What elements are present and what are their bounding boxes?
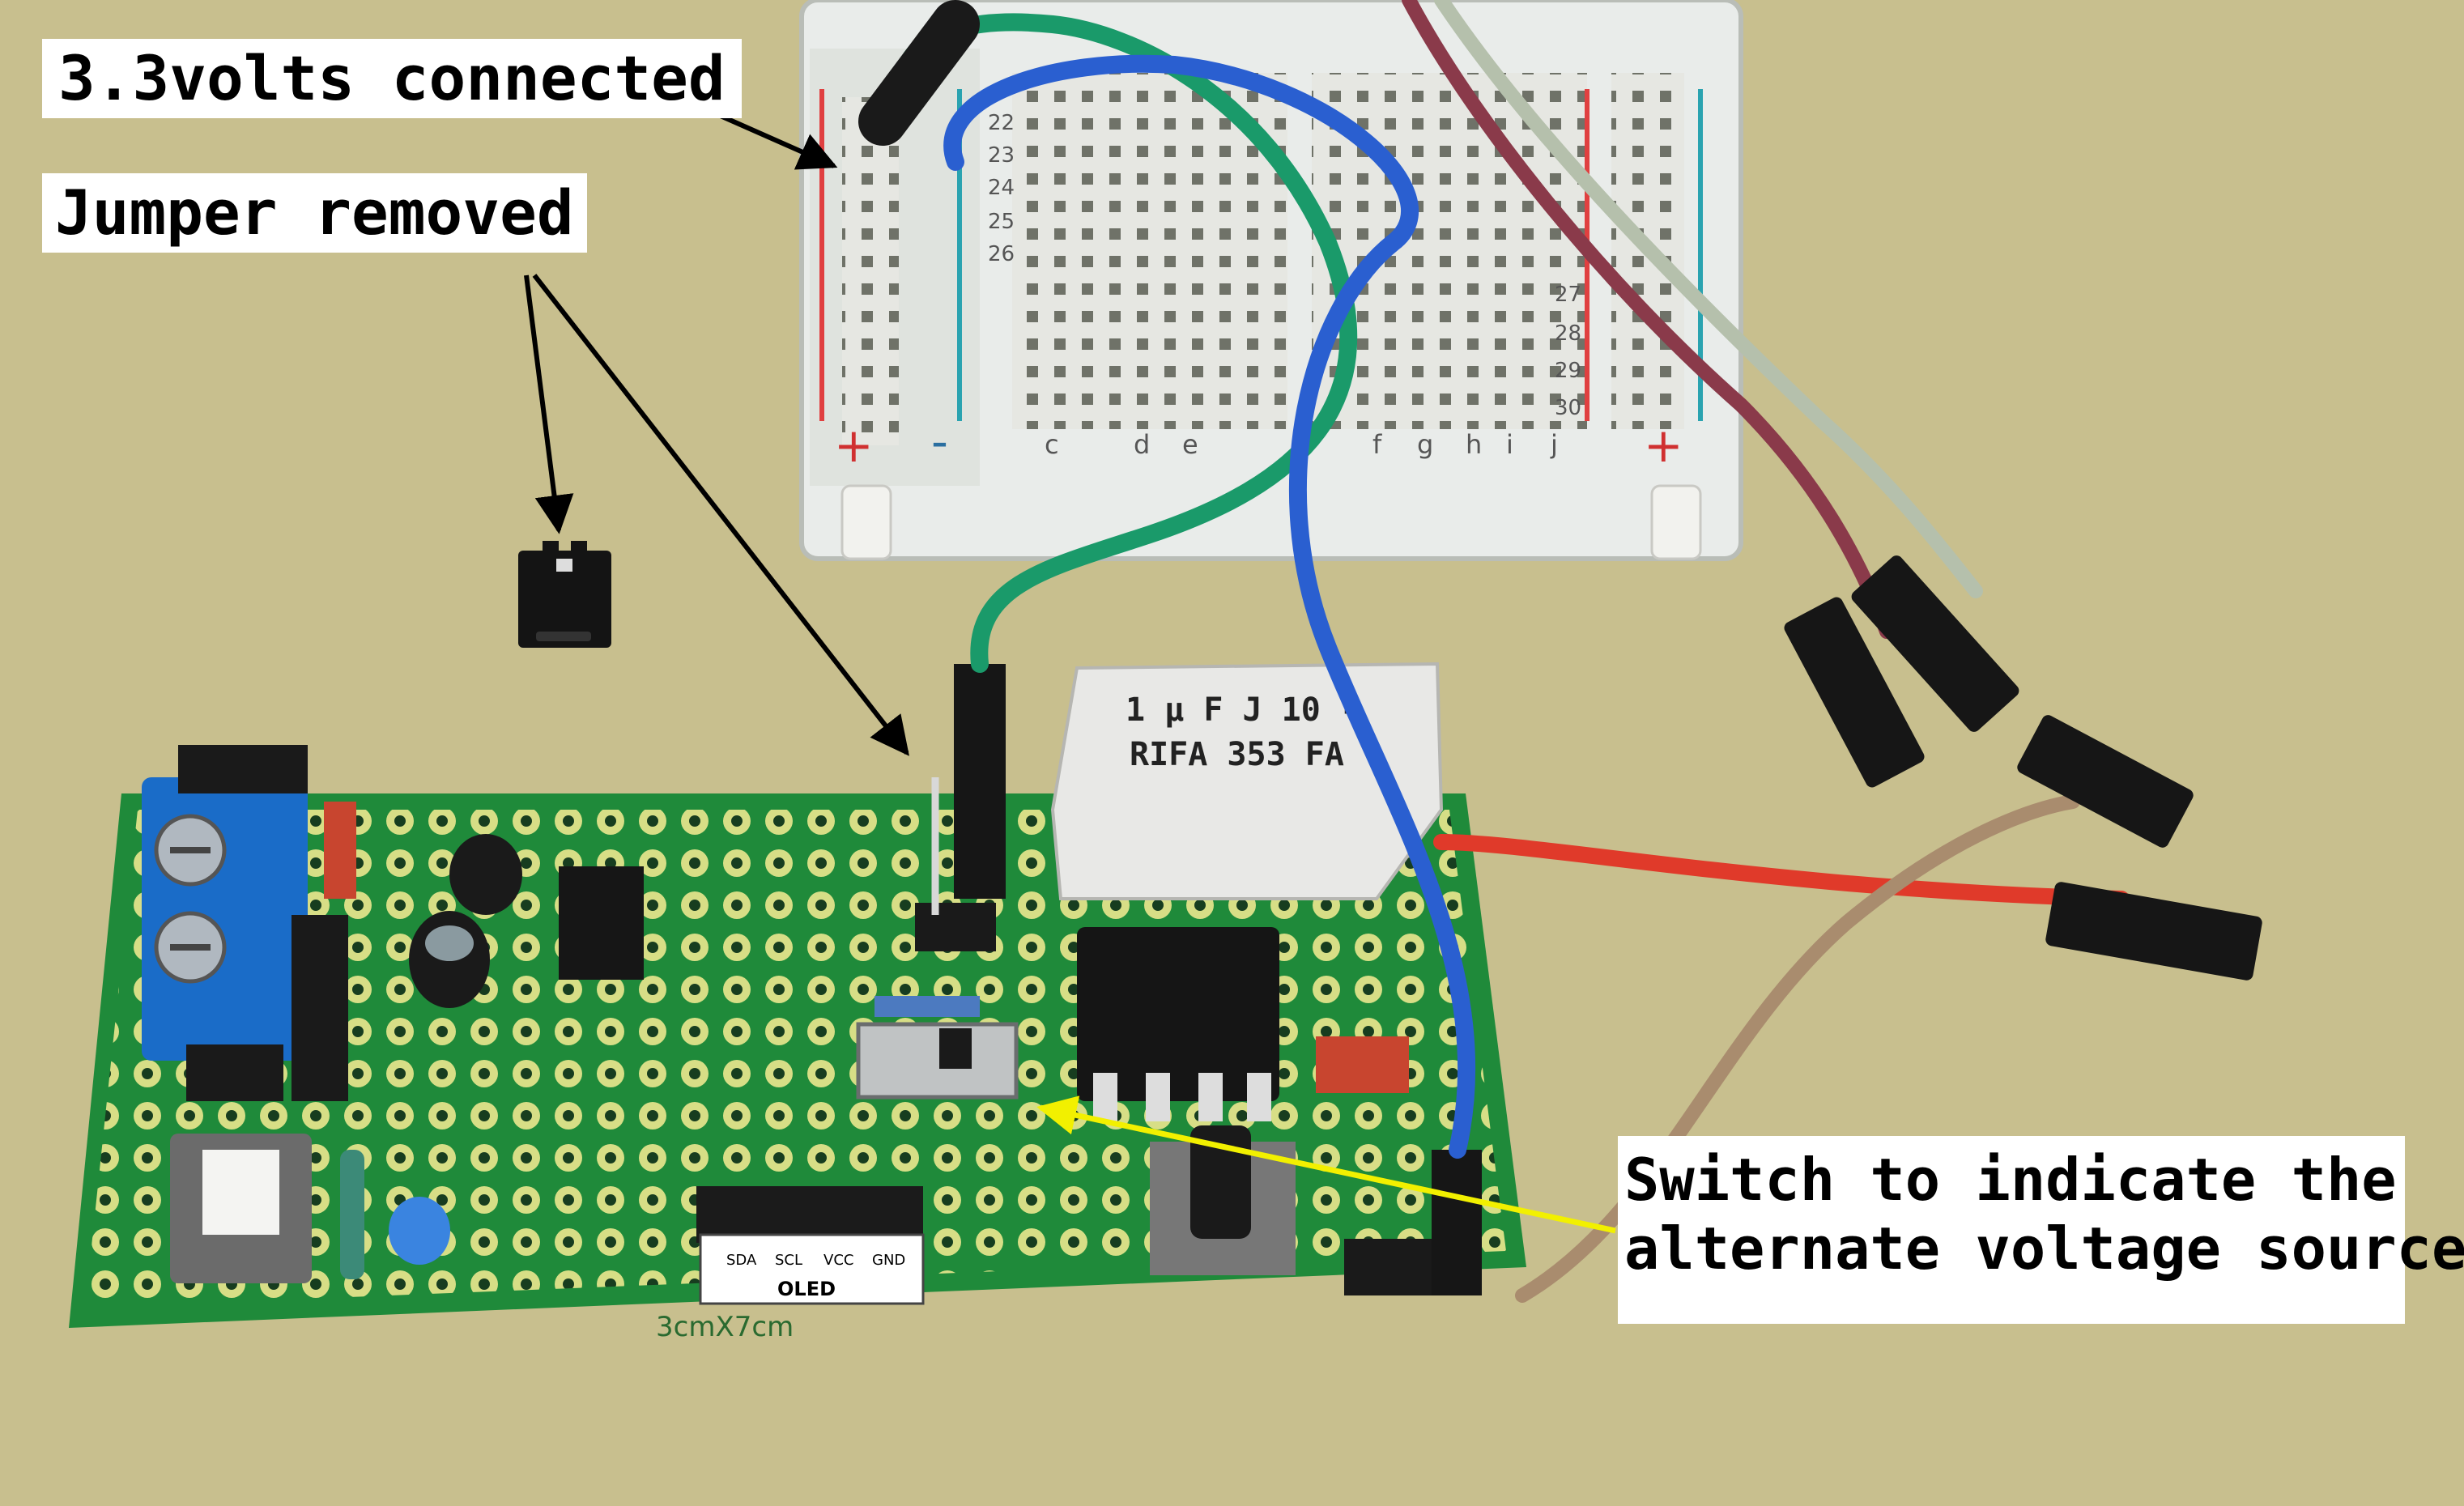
red-jumper-right bbox=[1316, 1036, 1409, 1093]
switch-annotation-line-2: alternate voltage source bbox=[1624, 1214, 2464, 1283]
blue-led bbox=[389, 1197, 450, 1265]
breadboard-half-left bbox=[1012, 73, 1287, 429]
column-letter: f bbox=[1372, 429, 1382, 460]
pin-header-left bbox=[292, 915, 348, 1101]
dupont-ends bbox=[1784, 555, 2262, 981]
voltage-regulator bbox=[559, 866, 644, 980]
row-number: 27 bbox=[1555, 283, 1581, 307]
electrolytic-capacitors bbox=[409, 834, 522, 1008]
resistor-left bbox=[340, 1150, 364, 1279]
oled-header: SDA SCL VCC GND OLED bbox=[696, 1186, 925, 1305]
capacitor-marking-2: RIFA 353 FA bbox=[1130, 736, 1344, 773]
blue-wire-connector bbox=[1432, 1150, 1482, 1295]
rail-plus-symbol: + bbox=[834, 418, 874, 473]
arrow-switch bbox=[1036, 1095, 1616, 1234]
grey-wire bbox=[1434, 0, 1983, 598]
row-number: 28 bbox=[1555, 321, 1581, 346]
red-wire bbox=[1433, 834, 2130, 907]
column-letter: d bbox=[1134, 429, 1150, 460]
column-letter: g bbox=[1417, 429, 1433, 460]
row-number: 22 bbox=[988, 111, 1015, 135]
green-wire bbox=[898, 13, 1358, 673]
film-capacitor: 1 µ F J 10 - RIFA 353 FA bbox=[1050, 662, 1444, 900]
oled-pin-label: VCC bbox=[823, 1252, 853, 1269]
jumper-pin-header bbox=[915, 903, 996, 951]
screw-terminal bbox=[142, 745, 308, 1061]
oled-label: OLED bbox=[777, 1278, 836, 1300]
row-number: 23 bbox=[988, 143, 1015, 168]
row-number: 24 bbox=[988, 176, 1015, 200]
breadboard: + + - 22 23 24 25 26 27 28 29 30 c d e f… bbox=[799, 0, 1743, 561]
column-letter: i bbox=[1506, 429, 1513, 460]
row-number: 29 bbox=[1555, 359, 1581, 383]
jumper-annotation-label: Jumper removed bbox=[42, 173, 587, 253]
oled-pin-label: GND bbox=[872, 1252, 905, 1269]
ic-chip bbox=[1077, 927, 1279, 1121]
column-letter: e bbox=[1182, 429, 1198, 460]
rail-plus-symbol-right: + bbox=[1644, 418, 1683, 473]
column-letter: j bbox=[1550, 429, 1558, 460]
oled-pin-label: SCL bbox=[775, 1252, 802, 1269]
maroon-wire bbox=[1402, 0, 1894, 639]
dupont-connector bbox=[954, 664, 1006, 899]
oled-pin-label: SDA bbox=[726, 1252, 757, 1269]
row-number: 30 bbox=[1555, 396, 1581, 420]
arrow-jumper-2 bbox=[532, 274, 909, 756]
row-number: 26 bbox=[988, 242, 1015, 266]
pcb-marking: 3cmX7cm bbox=[656, 1311, 794, 1343]
switch-annotation-label: Switch to indicate the alternate voltage… bbox=[1618, 1136, 2464, 1324]
row-number: 25 bbox=[988, 210, 1015, 234]
pin-header-bottom bbox=[186, 1044, 283, 1101]
rail-minus-symbol: - bbox=[931, 414, 948, 469]
column-letter: h bbox=[1466, 429, 1482, 460]
red-jumper-header bbox=[324, 802, 356, 899]
removed-jumper bbox=[518, 541, 611, 648]
column-letter: c bbox=[1045, 429, 1059, 460]
tactile-button bbox=[1150, 1125, 1296, 1275]
wires bbox=[858, 0, 2130, 1303]
reset-button bbox=[170, 1134, 312, 1283]
voltage-annotation-label: 3.3volts connected bbox=[42, 39, 742, 118]
blue-wire bbox=[943, 54, 1476, 1159]
breadboard-dupont bbox=[858, 0, 980, 146]
slide-switch bbox=[856, 996, 1019, 1100]
capacitor-marking-1: 1 µ F J 10 - bbox=[1126, 691, 1360, 729]
arrow-jumper-1 bbox=[524, 274, 574, 534]
switch-annotation-line-1: Switch to indicate the bbox=[1624, 1146, 2397, 1214]
